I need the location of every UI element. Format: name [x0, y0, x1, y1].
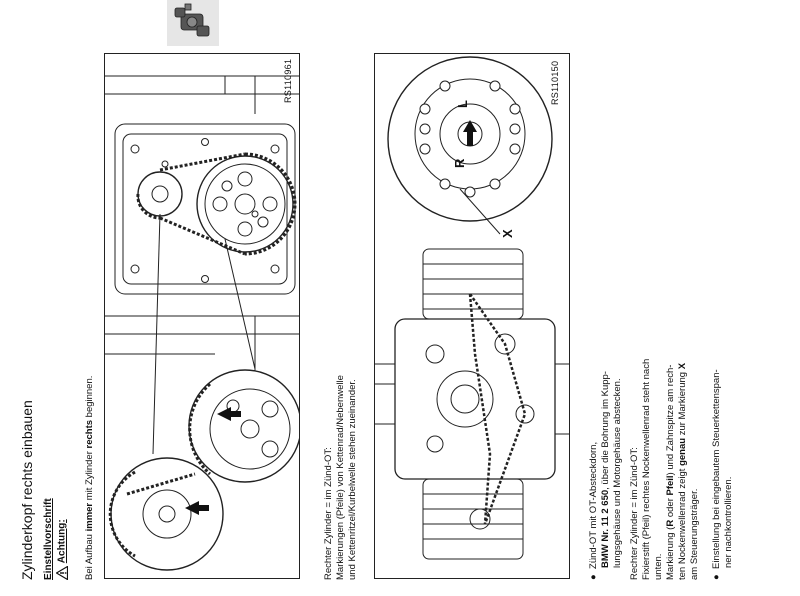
instruction-middle-line1: Rechter Zylinder = im Zünd-OT:	[629, 447, 640, 580]
instruction-middle-line4: Markierung (R oder Pfeil) und Zahnspitze…	[665, 364, 676, 580]
instruction-1-line2: BMW Nr. 11 2 650, über die Bohrung im Ku…	[600, 371, 611, 568]
warning-triangle-icon	[55, 565, 69, 581]
warning-text: Bei Aufbau immer mit Zylinder rechts beg…	[84, 375, 95, 580]
bullet-icon: ●	[711, 568, 722, 580]
right-figure-engine-overview	[374, 53, 570, 579]
instruction-middle-line6: am Steuerungsträger.	[689, 488, 700, 580]
marker-x: X	[500, 229, 515, 238]
instruction-middle-line5: ten Nockenwellenrad zeigt genau zur Mark…	[677, 362, 688, 580]
marker-l: L	[455, 100, 470, 108]
page-title: Zylinderkopf rechts einbauen	[19, 400, 35, 580]
left-figure-timing-chain	[104, 53, 300, 579]
caption-left-line1: Rechter Zylinder = im Zünd-OT:	[323, 447, 334, 580]
marker-r: R	[452, 158, 467, 168]
warning-line: Achtung:	[55, 519, 69, 581]
instruction-middle-line2: Fixierstift (Pfeil) rechtes Nockenwellen…	[641, 358, 652, 580]
left-figure-reference: RS110961	[283, 58, 293, 103]
right-figure-reference: RS110150	[550, 60, 560, 105]
engine-thumbnail	[167, 0, 219, 46]
instruction-2-line2: ner nachkontrollieren.	[723, 476, 734, 568]
instruction-middle-line3: unten.	[653, 553, 664, 580]
section-heading: Einstellvorschrift	[43, 498, 54, 580]
instruction-1-line3: lungsgehäuse und Motorgehäuse abstecken.	[612, 378, 623, 568]
caption-left-line3: und Kettenritzel/Kurbelwelle stehen zuei…	[347, 379, 358, 580]
caption-left-line2: Markierungen (Pfeile) von Kettenrad/Nebe…	[335, 375, 346, 580]
instruction-2-line1: ● Einstellung bei eingebautem Steuerkett…	[711, 369, 722, 580]
instruction-1-line1: ● Zünd-OT mit OT-Absteckdorn,	[588, 441, 599, 580]
bullet-icon: ●	[588, 568, 599, 580]
warning-label: Achtung:	[56, 519, 68, 564]
